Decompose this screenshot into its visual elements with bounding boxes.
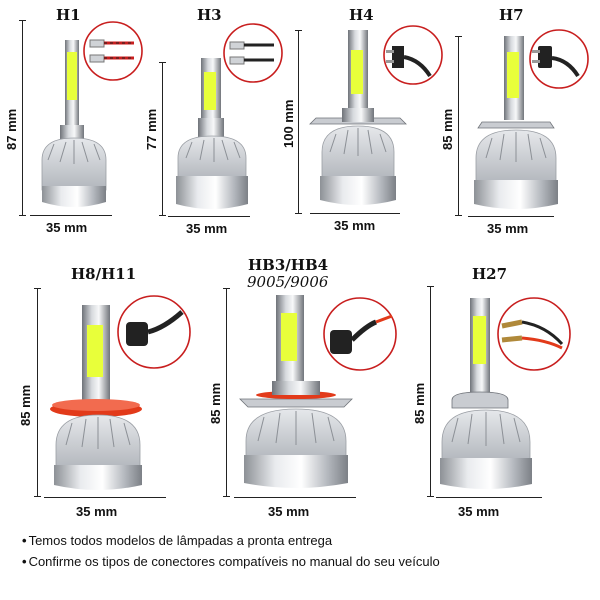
width-label: 35 mm — [334, 218, 376, 233]
led-bulb-image — [176, 58, 248, 209]
connector-circle — [323, 297, 397, 371]
bulb-title: H7 — [499, 6, 524, 24]
height-label: 100 mm — [281, 99, 296, 148]
height-dimension-line — [37, 288, 38, 496]
bullet-icon: • — [22, 554, 27, 569]
connector-circle — [529, 29, 589, 89]
width-dimension-line — [436, 497, 542, 498]
width-label: 35 mm — [487, 221, 529, 236]
height-label: 77 mm — [144, 108, 159, 150]
width-dimension-line — [44, 497, 166, 498]
connector-circle — [383, 25, 443, 85]
height-label: 85 mm — [18, 384, 33, 426]
note-text: Confirme os tipos de conectores compatív… — [28, 554, 440, 569]
bulb-title: H4 — [349, 6, 374, 24]
width-label: 35 mm — [458, 504, 500, 519]
note-stock: •Temos todos modelos de lâmpadas a pront… — [22, 533, 332, 548]
bulb-subtitle: 9005/9006 — [247, 273, 329, 291]
width-label: 35 mm — [46, 220, 88, 235]
bulb-title: H8/H11 — [71, 265, 137, 283]
height-label: 85 mm — [412, 382, 427, 424]
led-bulb-image — [41, 40, 107, 207]
height-dimension-line — [22, 20, 23, 216]
width-dimension-line — [168, 216, 250, 217]
width-dimension-line — [30, 215, 112, 216]
height-label: 87 mm — [4, 108, 19, 150]
height-dimension-line — [430, 286, 431, 496]
led-bulb-image — [474, 36, 558, 209]
connector-circle — [223, 23, 283, 83]
led-bulb-image — [239, 295, 353, 488]
bulb-title: H27 — [472, 265, 508, 283]
connector-circle — [117, 295, 191, 369]
led-bulb-image — [309, 30, 407, 205]
bulb-title: H1 — [56, 6, 81, 24]
height-dimension-line — [162, 62, 163, 216]
height-label: 85 mm — [208, 382, 223, 424]
width-dimension-line — [310, 213, 400, 214]
width-label: 35 mm — [186, 221, 228, 236]
width-dimension-line — [234, 497, 356, 498]
note-connectors: •Confirme os tipos de conectores compatí… — [22, 554, 440, 569]
led-bulb-image — [50, 305, 142, 490]
width-label: 35 mm — [268, 504, 310, 519]
connector-circle — [497, 297, 571, 371]
led-bulb-image — [440, 298, 532, 489]
height-dimension-line — [226, 288, 227, 496]
height-label: 85 mm — [440, 108, 455, 150]
width-dimension-line — [468, 216, 554, 217]
bulb-title: HB3/HB4 — [248, 256, 329, 274]
bulb-title: H3 — [197, 6, 222, 24]
width-label: 35 mm — [76, 504, 118, 519]
connector-circle — [83, 21, 143, 81]
note-text: Temos todos modelos de lâmpadas a pronta… — [28, 533, 333, 548]
height-dimension-line — [298, 30, 299, 214]
height-dimension-line — [458, 36, 459, 216]
bullet-icon: • — [22, 533, 27, 548]
